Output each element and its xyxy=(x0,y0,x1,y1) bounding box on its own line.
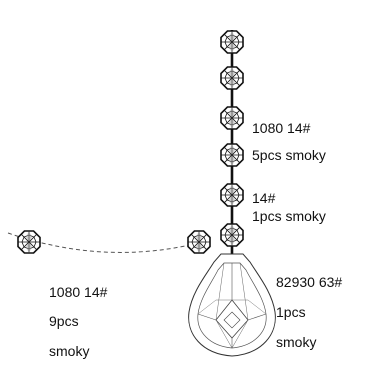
octagon-bead-icon xyxy=(220,106,244,130)
chain-top-code: 1080 14# xyxy=(252,120,311,136)
pendant-color: smoky xyxy=(276,334,317,350)
pendant-code: 82930 63# xyxy=(276,274,343,290)
octagon-bead-icon xyxy=(220,223,244,247)
octagon-bead-icon xyxy=(17,230,41,254)
octagon-bead-icon xyxy=(220,143,244,167)
octagon-bead-icon xyxy=(187,230,211,254)
chain-mid-code: 14# xyxy=(252,190,276,206)
octagon-bead-icon xyxy=(220,183,244,207)
chain-mid-quantity: 1pcs smoky xyxy=(252,208,326,224)
octagon-bead-icon xyxy=(220,30,244,54)
left-strand-color: smoky xyxy=(49,343,90,359)
chain-top-quantity: 5pcs smoky xyxy=(252,147,326,163)
left-strand-quantity: 9pcs xyxy=(49,313,79,329)
octagon-bead-icon xyxy=(220,66,244,90)
pendant-quantity: 1pcs xyxy=(276,304,306,320)
teardrop-pendant-icon xyxy=(188,253,276,357)
left-strand-code: 1080 14# xyxy=(49,284,108,300)
